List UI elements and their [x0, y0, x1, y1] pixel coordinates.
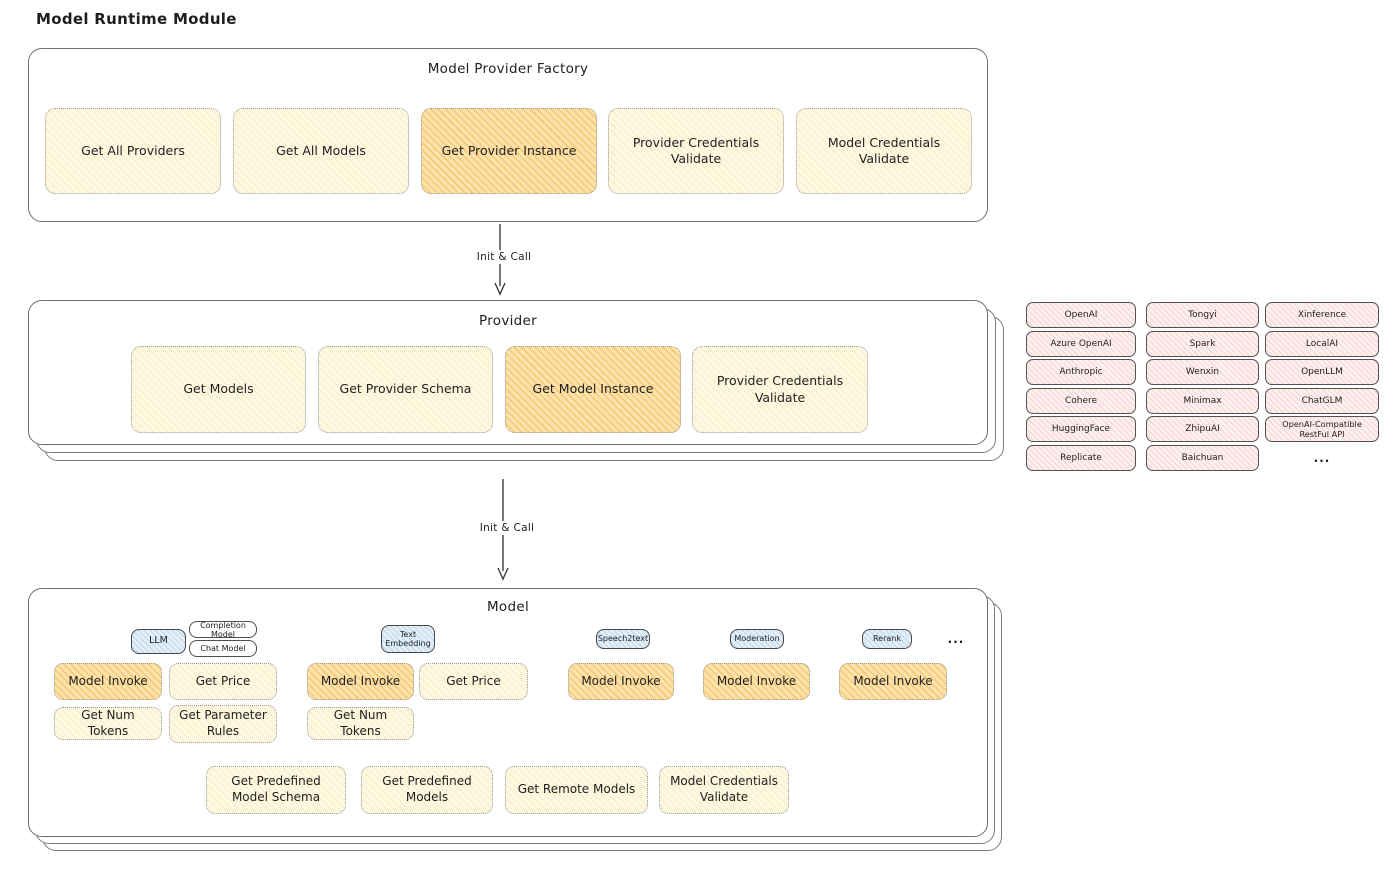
- provider-chip-column-1: OpenAI Azure OpenAI Anthropic Cohere Hug…: [1026, 302, 1136, 471]
- node-embedding-get-price: Get Price: [419, 663, 528, 700]
- page-title: Model Runtime Module: [36, 10, 237, 28]
- node-speech2text-model-invoke: Model Invoke: [568, 663, 674, 700]
- provider-chip-openai: OpenAI: [1026, 302, 1136, 328]
- badge-speech2text: Speech2text: [596, 629, 650, 649]
- factory-box: Model Provider Factory Get All Providers…: [28, 48, 988, 222]
- node-get-model-instance: Get Model Instance: [505, 346, 681, 433]
- node-llm-get-parameter-rules: Get Parameter Rules: [169, 705, 277, 743]
- provider-chip-column-2: Tongyi Spark Wenxin Minimax ZhipuAI Baic…: [1146, 302, 1259, 471]
- node-get-all-providers: Get All Providers: [45, 108, 221, 194]
- provider-chip-spark: Spark: [1146, 330, 1259, 357]
- node-get-predefined-model-schema: Get Predefined Model Schema: [206, 766, 346, 814]
- node-get-all-models: Get All Models: [233, 108, 409, 194]
- provider-chip-localai: LocalAI: [1265, 330, 1379, 357]
- model-box-title: Model: [486, 599, 530, 615]
- provider-chip-baichuan: Baichuan: [1146, 444, 1259, 471]
- model-types-more-dots: ...: [947, 632, 965, 646]
- model-box: Model LLM Completion Model Chat Model Te…: [28, 588, 988, 837]
- node-llm-get-price: Get Price: [169, 663, 277, 700]
- badge-rerank: Rerank: [862, 629, 912, 649]
- node-embedding-model-invoke: Model Invoke: [307, 663, 414, 700]
- provider-chip-replicate: Replicate: [1026, 444, 1136, 471]
- node-get-remote-models: Get Remote Models: [505, 766, 648, 814]
- init-call-label-2: Init & Call: [465, 521, 549, 535]
- provider-chip-azure-openai: Azure OpenAI: [1026, 330, 1136, 357]
- node-rerank-model-invoke: Model Invoke: [839, 663, 947, 700]
- provider-chip-anthropic: Anthropic: [1026, 359, 1136, 385]
- provider-list-more-dots: ...: [1313, 450, 1331, 465]
- node-moderation-model-invoke: Model Invoke: [703, 663, 810, 700]
- provider-chip-zhipuai: ZhipuAI: [1146, 416, 1259, 442]
- provider-chip-huggingface: HuggingFace: [1026, 416, 1136, 442]
- provider-box: Provider Get Models Get Provider Schema …: [28, 300, 988, 445]
- node-model-credentials-validate-2: Model Credentials Validate: [659, 766, 789, 814]
- provider-chip-openai-compatible: OpenAI-Compatible RestFul API: [1265, 416, 1379, 442]
- node-embedding-get-num-tokens: Get Num Tokens: [307, 707, 414, 740]
- provider-chip-openllm: OpenLLM: [1265, 359, 1379, 385]
- init-call-label-1: Init & Call: [462, 250, 546, 264]
- node-provider-credentials-validate-2: Provider Credentials Validate: [692, 346, 868, 433]
- provider-chip-cohere: Cohere: [1026, 387, 1136, 414]
- provider-chip-xinference: Xinference: [1265, 302, 1379, 328]
- node-llm-model-invoke: Model Invoke: [54, 663, 162, 700]
- badge-chat-model: Chat Model: [189, 640, 257, 657]
- node-get-models: Get Models: [131, 346, 306, 433]
- badge-text-embedding: Text Embedding: [381, 625, 435, 653]
- provider-chip-minimax: Minimax: [1146, 387, 1259, 414]
- node-model-credentials-validate: Model Credentials Validate: [796, 108, 972, 194]
- badge-completion-model: Completion Model: [189, 621, 257, 639]
- factory-box-title: Model Provider Factory: [427, 61, 589, 77]
- node-get-provider-schema: Get Provider Schema: [318, 346, 493, 433]
- node-llm-get-num-tokens: Get Num Tokens: [54, 707, 162, 740]
- provider-chip-tongyi: Tongyi: [1146, 302, 1259, 328]
- provider-box-title: Provider: [479, 313, 537, 329]
- node-get-provider-instance: Get Provider Instance: [421, 108, 597, 194]
- provider-chip-column-3: Xinference LocalAI OpenLLM ChatGLM OpenA…: [1265, 302, 1379, 471]
- node-provider-credentials-validate: Provider Credentials Validate: [608, 108, 784, 194]
- provider-chip-chatglm: ChatGLM: [1265, 387, 1379, 414]
- node-get-predefined-models: Get Predefined Models: [361, 766, 493, 814]
- provider-chip-wenxin: Wenxin: [1146, 359, 1259, 385]
- badge-llm: LLM: [131, 629, 186, 654]
- badge-moderation: Moderation: [730, 629, 784, 649]
